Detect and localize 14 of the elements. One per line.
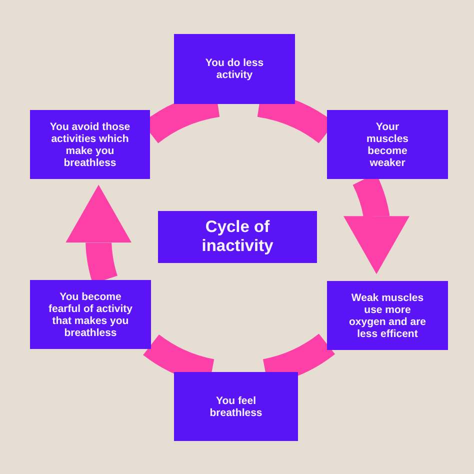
process-box <box>30 280 151 349</box>
step-text: Your muscles become weaker <box>365 120 410 168</box>
process-box <box>174 372 298 441</box>
step-text: You feel breathless <box>208 394 264 418</box>
step-text: Weak muscles use more oxygen and are less efficent <box>348 292 428 340</box>
step-text: You avoid those activities which make you breathless <box>48 120 132 168</box>
process-box <box>174 34 295 104</box>
process-box <box>30 110 150 179</box>
title-box <box>158 211 317 263</box>
step-text: You do less activity <box>204 57 265 81</box>
title-text: Cycle of inactivity <box>200 218 274 256</box>
step-text: You become fearful of activity that makes you breathless <box>47 290 134 338</box>
process-box <box>327 281 448 350</box>
process-box <box>327 110 448 179</box>
